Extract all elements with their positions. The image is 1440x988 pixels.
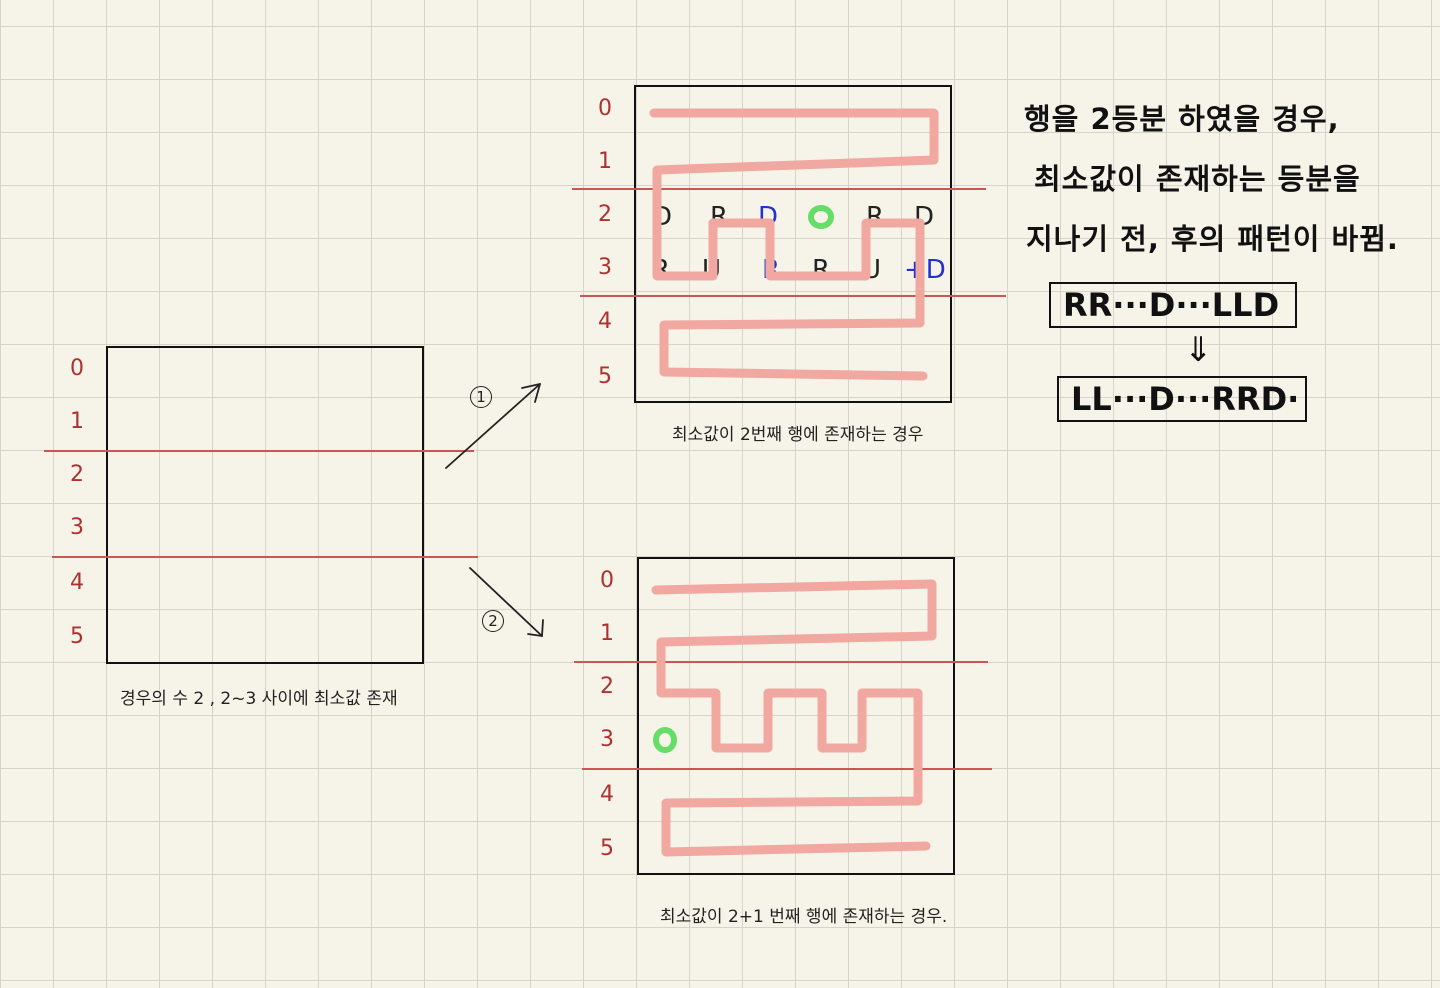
top-min-cell [808,205,834,229]
bottom-row-label-0: 0 [600,568,614,593]
left-row-label-1: 1 [70,409,84,434]
left-row-label-4: 4 [70,570,84,595]
left-divider-top [44,450,474,452]
pattern-arrow: ⇓ [1184,330,1214,370]
top-row-label-0: 0 [598,96,612,121]
top-row-label-2: 2 [598,202,612,227]
bottom-divider-top [574,661,988,663]
bottom-min-cell [653,727,677,753]
bottom-row-label-2: 2 [600,674,614,699]
note-line-2: 최소값이 존재하는 등분을 [1034,162,1361,196]
top-board [634,85,952,403]
bottom-board [637,557,955,875]
top-row-label-1: 1 [598,149,612,174]
top-board-path [649,108,939,381]
top-mark-row3-plus-d: +D [904,255,946,285]
top-row-label-3: 3 [598,255,612,280]
left-row-label-0: 0 [70,356,84,381]
top-row-label-5: 5 [598,364,612,389]
note-line-1: 행을 2등분 하였을 경우, [1024,102,1340,136]
arrow-1-label: 1 [470,386,492,408]
left-board [106,346,424,664]
left-caption: 경우의 수 2 , 2~3 사이에 최소값 존재 [120,689,398,709]
arrow-1 [445,383,541,469]
top-row-label-4: 4 [598,309,612,334]
bottom-caption: 최소값이 2+1 번째 행에 존재하는 경우. [660,907,948,927]
bottom-row-label-4: 4 [600,782,614,807]
note-line-3: 지나기 전, 후의 패턴이 바뀜. [1026,222,1399,256]
left-row-label-5: 5 [70,624,84,649]
top-divider-top [572,188,986,190]
pattern-before-box: RR···D···LLD [1049,282,1297,328]
bottom-row-label-3: 3 [600,727,614,752]
left-row-label-3: 3 [70,515,84,540]
arrow-2 [469,567,544,637]
bottom-row-label-5: 5 [600,836,614,861]
arrow-2-label: 2 [482,610,504,632]
pattern-after-box: LL···D···RRD· [1057,376,1307,422]
top-caption: 최소값이 2번째 행에 존재하는 경우 [672,425,924,445]
bottom-divider-bottom [582,768,992,770]
left-row-label-2: 2 [70,462,84,487]
bottom-board-path [651,579,937,857]
top-divider-bottom [580,295,1006,297]
bottom-row-label-1: 1 [600,621,614,646]
left-divider-bottom [52,556,478,558]
